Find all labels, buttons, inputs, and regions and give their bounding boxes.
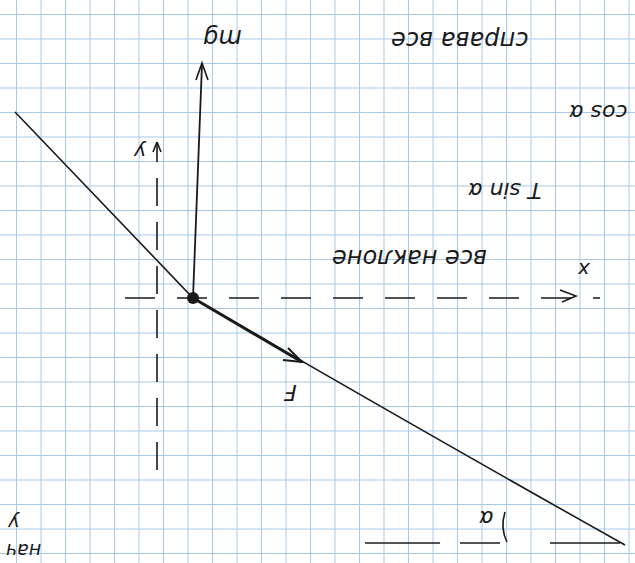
grid-line	[384, 0, 385, 563]
string-line	[15, 112, 625, 545]
x-axis-head	[560, 290, 576, 302]
grid-line	[0, 308, 635, 309]
grid-line	[139, 0, 140, 563]
grid-line	[0, 284, 635, 285]
handwritten-label: cos α	[569, 101, 628, 123]
y-axis	[156, 142, 158, 470]
force-arrow-head	[283, 348, 302, 362]
grid-line	[0, 480, 635, 481]
grid-line	[0, 88, 635, 89]
angle-arc	[503, 512, 507, 542]
grid-line	[237, 0, 238, 563]
grid-line	[0, 63, 635, 64]
y-axis-head	[153, 142, 161, 152]
grid-line	[212, 0, 213, 563]
grid-line	[433, 0, 434, 563]
grid-line	[0, 137, 635, 138]
grid-line	[0, 14, 635, 15]
grid-line	[261, 0, 262, 563]
grid-line	[0, 39, 635, 40]
grid-line	[0, 431, 635, 432]
grid-line	[0, 382, 635, 383]
grid-line	[188, 0, 189, 563]
handwritten-label: mg	[203, 26, 242, 50]
horizontal-dash	[550, 542, 620, 544]
grid-line	[0, 112, 635, 113]
grid-line	[555, 0, 556, 563]
grid-line	[457, 0, 458, 563]
grid-line	[41, 0, 42, 563]
weight-arrow	[193, 64, 202, 298]
grid-line	[0, 161, 635, 162]
handwritten-label: y	[8, 513, 19, 532]
handwritten-label: все наклоне	[332, 246, 487, 270]
grid-line	[0, 455, 635, 456]
grid-line	[16, 0, 17, 563]
handwritten-label: нач	[6, 541, 41, 560]
handwritten-label: x	[578, 260, 590, 280]
grid-line	[408, 0, 409, 563]
body-point	[187, 292, 199, 304]
handwritten-label: y	[134, 142, 146, 162]
handwritten-label: F	[284, 381, 297, 403]
grid-line	[0, 553, 635, 554]
grid-line	[163, 0, 164, 563]
grid-line	[0, 504, 635, 505]
weight-arrow-head	[196, 63, 208, 80]
horizontal-dash	[365, 542, 440, 544]
grid-line	[629, 0, 630, 563]
grid-line	[580, 0, 581, 563]
grid-line	[0, 259, 635, 260]
grid-line	[482, 0, 483, 563]
grid-line	[0, 333, 635, 334]
grid-line	[0, 529, 635, 530]
grid-line	[531, 0, 532, 563]
handwritten-label: T sin α	[468, 179, 541, 201]
grid-line	[604, 0, 605, 563]
handwritten-label: α	[479, 507, 494, 529]
grid-line	[0, 357, 635, 358]
horizontal-dash	[460, 542, 500, 544]
grid-line	[0, 406, 635, 407]
grid-line	[114, 0, 115, 563]
grid-line	[0, 235, 635, 236]
grid-line	[359, 0, 360, 563]
grid-line	[90, 0, 91, 563]
grid-line	[65, 0, 66, 563]
grid-line	[310, 0, 311, 563]
handwritten-label: справа все	[391, 28, 528, 52]
grid-line	[286, 0, 287, 563]
force-arrow	[193, 298, 302, 362]
grid-line	[335, 0, 336, 563]
grid-line	[0, 210, 635, 211]
